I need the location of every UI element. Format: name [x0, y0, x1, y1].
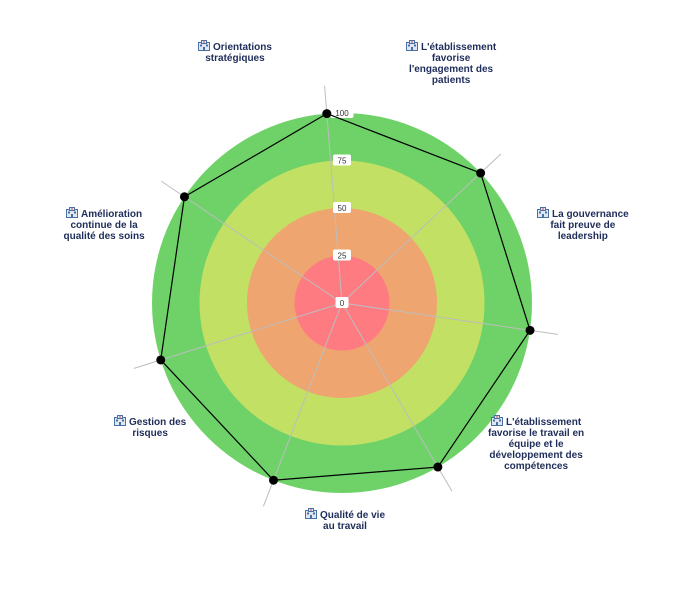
tick-label-bg	[335, 297, 349, 308]
hospital-building-icon	[406, 40, 418, 51]
tick-label-100: 100	[330, 107, 354, 118]
axis-label-line: La gouvernance	[552, 209, 629, 220]
axis-label-line: compétences	[504, 461, 569, 472]
axis-label-line: L'établissement	[421, 42, 497, 53]
hospital-building-icon	[114, 415, 126, 426]
series-point	[476, 168, 486, 178]
axis-label-line: fait preuve de	[550, 220, 616, 231]
axis-label-line: développement des	[489, 450, 583, 461]
axis-spoke	[341, 302, 558, 335]
series-point	[525, 325, 535, 335]
tick-label-bg	[333, 249, 351, 261]
tick-label-0: 0	[335, 297, 349, 308]
series-line	[160, 112, 531, 481]
tick-label-50: 50	[333, 202, 351, 213]
tick-label-text: 0	[340, 299, 345, 308]
tick-label-text: 100	[335, 109, 349, 118]
axis-label-line: qualité des soins	[63, 231, 145, 242]
tick-label-bg	[330, 107, 354, 118]
series-point	[322, 109, 332, 119]
axis-spoke	[341, 153, 502, 304]
hospital-building-icon	[490, 415, 503, 426]
axis-label-line: L'établissement	[505, 417, 582, 428]
axis-label-line: favorise	[431, 53, 471, 64]
axis-label-line: équipe et le	[508, 439, 564, 450]
axis-spoke	[341, 302, 453, 492]
tick-label-75: 75	[333, 154, 351, 166]
tick-label-25: 25	[333, 249, 351, 261]
axis-spokes	[133, 85, 558, 507]
axis-label-line: Gestion des	[129, 417, 187, 428]
hospital-building-icon	[66, 207, 78, 218]
radial-tick-labels: 0 25 50 75 100	[330, 107, 354, 308]
hospital-building-icon	[198, 40, 210, 51]
axis-label-line: patients	[431, 75, 471, 86]
series-point	[156, 355, 166, 365]
tick-label-bg	[333, 154, 351, 166]
axis-label-line: continue de la	[70, 220, 138, 231]
axis-label-line: au travail	[323, 521, 367, 532]
axis-spoke	[262, 302, 343, 507]
tick-label-text: 50	[338, 204, 347, 213]
series-point	[269, 475, 279, 485]
series-point	[179, 192, 189, 202]
series-values	[156, 109, 535, 485]
axis-label-line: risques	[132, 428, 168, 439]
hospital-building-icon	[305, 508, 317, 519]
axis-label-line: Orientations	[213, 42, 272, 53]
tick-label-text: 25	[338, 252, 347, 261]
tick-label-bg	[333, 202, 351, 213]
axis-label-line: stratégiques	[205, 53, 265, 64]
tick-label-text: 75	[338, 157, 347, 166]
axis-spoke	[324, 85, 343, 304]
axis-label-line: favorise le travail en	[488, 428, 585, 439]
series-point	[433, 462, 443, 472]
hospital-building-icon	[537, 207, 549, 218]
axis-label-line: leadership	[557, 231, 608, 242]
axis-spoke	[133, 302, 343, 369]
axis-label-line: l'engagement des	[409, 64, 494, 75]
axis-spoke	[160, 180, 343, 304]
axis-label-line: Qualité de vie	[320, 510, 386, 521]
axis-label-line: Amélioration	[81, 209, 143, 220]
